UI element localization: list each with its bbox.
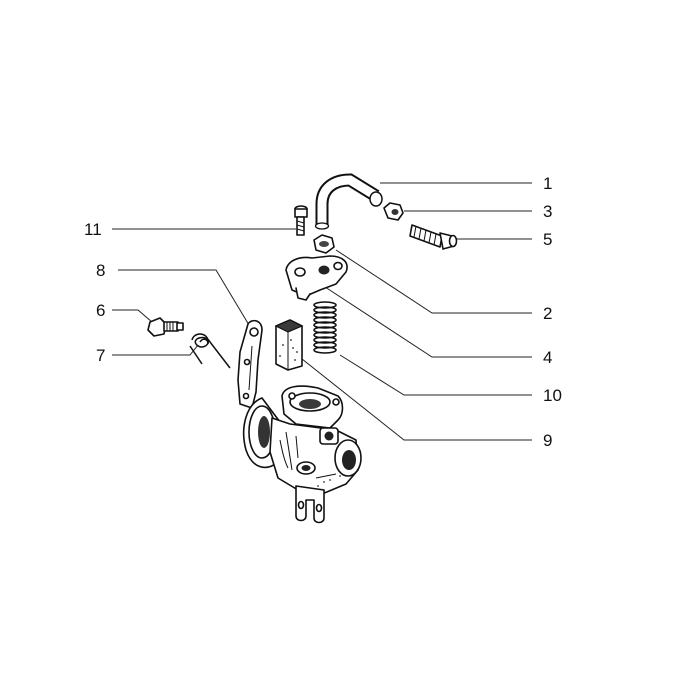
leader-lines	[112, 182, 532, 441]
leader-line-4	[321, 284, 532, 358]
part-1-bent-tube	[314, 173, 383, 230]
part-5-screw	[409, 224, 458, 250]
part-11-screw	[294, 205, 308, 236]
callout-8: 8	[96, 261, 105, 280]
part-7-wire-clip	[189, 333, 231, 369]
leader-line-2	[335, 249, 532, 314]
leader-line-8	[118, 269, 253, 331]
callout-labels: 1 3 5 2 4 10 9 11 8 6 7	[84, 174, 562, 450]
leader-line-7	[112, 344, 199, 356]
leader-line-6	[112, 309, 153, 323]
callout-11: 11	[84, 220, 102, 239]
part-10-spring	[313, 301, 337, 354]
callout-4: 4	[543, 348, 552, 367]
part-3-nut	[383, 202, 404, 221]
callout-7: 7	[96, 346, 105, 365]
carburetor-body	[242, 385, 362, 524]
callout-5: 5	[543, 230, 552, 249]
callout-6: 6	[96, 301, 105, 320]
callout-3: 3	[543, 202, 552, 221]
callout-2: 2	[543, 304, 552, 323]
callout-10: 10	[543, 386, 562, 405]
part-2-nut	[313, 234, 335, 254]
callout-9: 9	[543, 431, 552, 450]
part-8-lever	[237, 319, 263, 409]
part-9-slide	[274, 319, 304, 371]
leader-line-9	[296, 354, 532, 441]
leader-line-10	[339, 354, 532, 396]
part-4-cover-plate	[285, 255, 348, 301]
part-6-jet	[147, 317, 184, 337]
callout-1: 1	[543, 174, 552, 193]
